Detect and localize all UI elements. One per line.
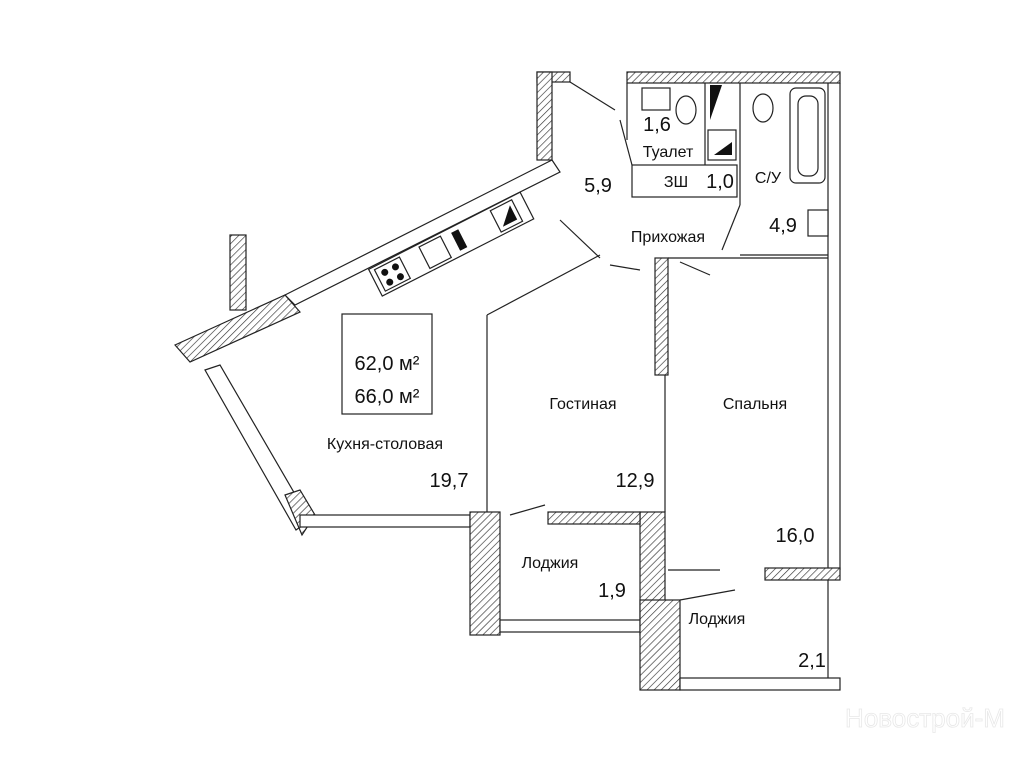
washing-machine-icon (807, 209, 829, 237)
closet (631, 164, 738, 198)
kitchen-wall-diagonal (283, 159, 561, 306)
total-area: 66,0 м² (355, 386, 420, 408)
loggia2-left-wall (639, 599, 681, 691)
room-name-closet: ЗШ (664, 174, 688, 191)
kitchen-sink-icon (418, 235, 453, 270)
watermark: Новострой-М (845, 703, 1005, 733)
room-name-loggia-2: Лоджия (689, 611, 746, 628)
room-name-bedroom: Спальня (723, 396, 787, 413)
room-area-hall: 5,9 (584, 175, 612, 197)
room-area-closet: 1,0 (706, 171, 734, 193)
fixtures (341, 85, 829, 415)
column (229, 234, 247, 311)
labels: 62,0 м² 66,0 м² Кухня-столовая 19,7 Гост… (327, 114, 826, 672)
room-area-bathroom: 4,9 (769, 215, 797, 237)
walls (174, 71, 841, 691)
room-area-toilet: 1,6 (643, 114, 671, 136)
kitchen-window-wall (174, 294, 301, 363)
room-name-hall: Прихожая (631, 229, 705, 246)
toilet-icon (752, 93, 774, 123)
room-area-loggia-1: 1,9 (598, 580, 626, 602)
room-name-bathroom: С/У (755, 170, 782, 187)
room-area-kitchen: 19,7 (430, 470, 469, 492)
top-wall (626, 71, 841, 84)
room-area-bedroom: 16,0 (776, 525, 815, 547)
sink-icon (641, 87, 671, 111)
kitchen-counter (367, 191, 535, 297)
room-name-toilet: Туалет (643, 144, 694, 161)
partition (654, 257, 669, 376)
entry-wall-left (536, 71, 553, 161)
room-area-living: 12,9 (616, 470, 655, 492)
toilet-icon (675, 95, 697, 125)
area-box (341, 313, 433, 415)
riser-icon (710, 85, 722, 120)
room-name-kitchen: Кухня-столовая (327, 436, 443, 453)
loggia1-left-wall (469, 511, 501, 636)
room-area-loggia-2: 2,1 (798, 650, 826, 672)
stove-icon (373, 256, 412, 292)
living-area: 62,0 м² (355, 353, 420, 375)
room-name-loggia-1: Лоджия (522, 555, 579, 572)
room-name-living: Гостиная (549, 396, 616, 413)
